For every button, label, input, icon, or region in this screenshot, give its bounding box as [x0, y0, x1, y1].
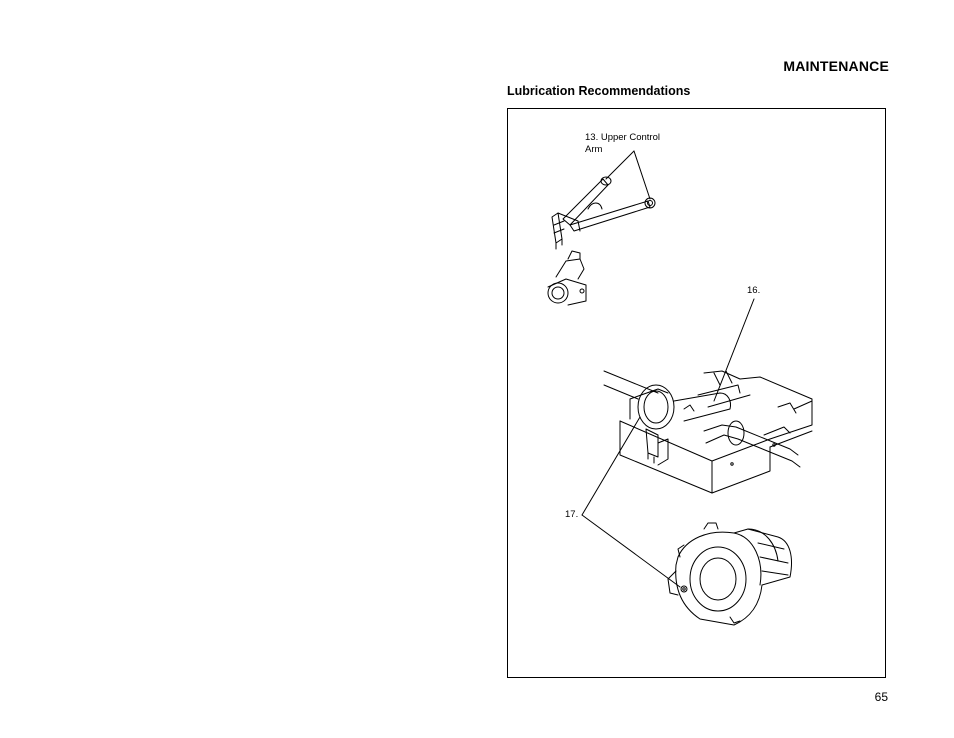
- callout-item-17: 17.: [565, 509, 579, 520]
- callout-leader-lines: [581, 150, 755, 588]
- callout-item-16: 16.: [747, 285, 761, 296]
- figure-illustration: [547, 150, 813, 626]
- section-header: MAINTENANCE: [783, 58, 889, 74]
- front-differential-drawing: [603, 370, 813, 494]
- lubrication-figure: 13. Upper Control Arm 16. 17.: [507, 108, 886, 678]
- subsection-title: Lubrication Recommendations: [507, 84, 691, 98]
- upper-control-arm-drawing: [551, 176, 656, 250]
- gear-case-drawing: [667, 522, 792, 626]
- page-number: 65: [874, 690, 888, 704]
- callout-upper-control-arm: 13. Upper Control Arm: [585, 132, 660, 156]
- callout-upper-control-arm-line1: 13. Upper Control: [585, 132, 660, 143]
- callout-upper-control-arm-line2: Arm: [585, 144, 603, 155]
- knuckle-drawing: [547, 250, 587, 306]
